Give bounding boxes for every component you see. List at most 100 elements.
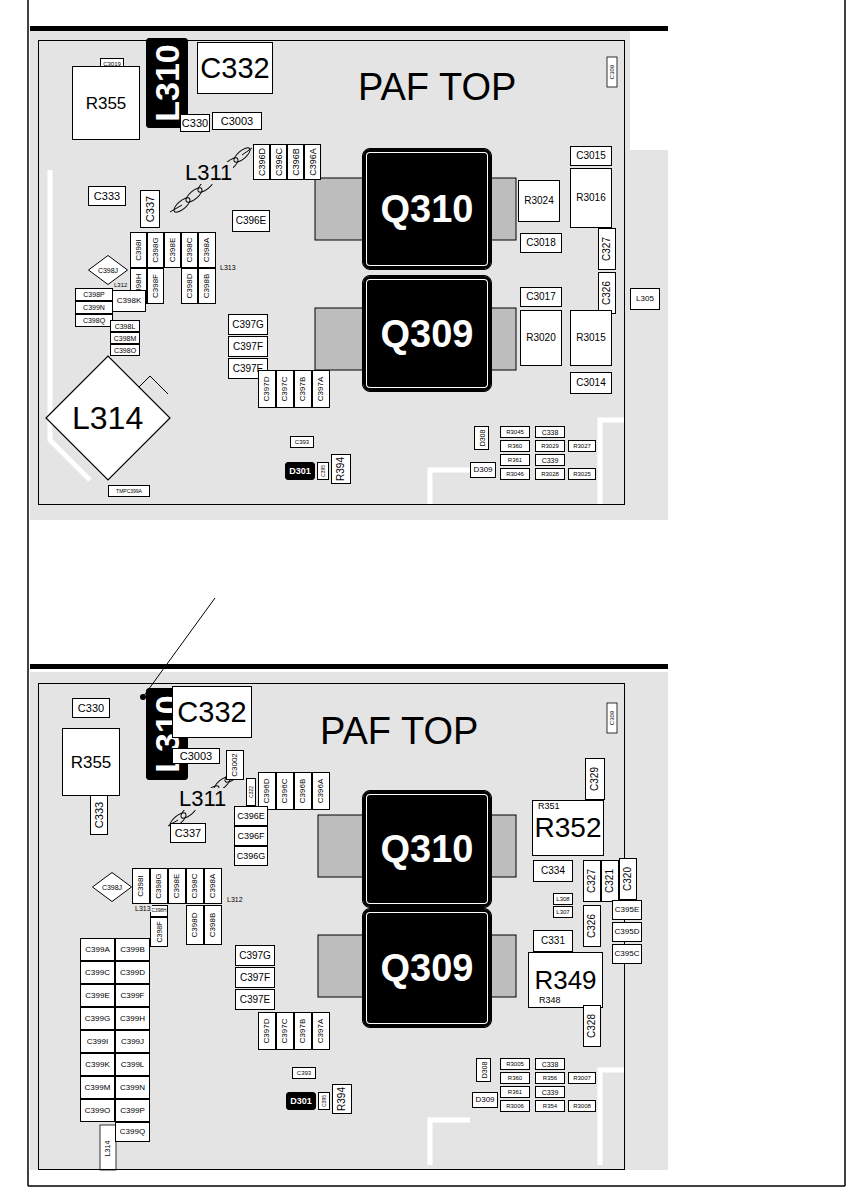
component-box: C399N (75, 301, 113, 314)
part-name: C3018 (526, 238, 555, 248)
component-box: R360 (500, 440, 530, 452)
component-box: C396E (234, 806, 268, 826)
component-box: R3046 (500, 468, 530, 480)
component-box: D308 (474, 426, 489, 450)
part-name: C339 (542, 1089, 559, 1096)
part-name: C397A (317, 377, 325, 401)
part-name: C399E (85, 992, 109, 1000)
part-name: C396E (237, 812, 265, 821)
board-title: PAF TOP (358, 68, 516, 106)
part-name: C327 (602, 237, 612, 261)
part-name: C399B (120, 946, 144, 954)
component-box: C398O (110, 344, 140, 356)
component-box: C398F (150, 917, 168, 947)
component-box: C339 (535, 1086, 565, 1098)
part-name: R3005 (506, 1061, 524, 1067)
component-box: C330 (72, 698, 110, 718)
component-box: C397E (235, 989, 275, 1010)
part-name: C333 (94, 191, 120, 202)
component-box: C399H (115, 1007, 150, 1030)
part-name: C398I (135, 239, 143, 260)
part-name: D309 (473, 466, 492, 474)
component-box: C3002 (226, 750, 244, 780)
part-label: L312 (113, 282, 128, 288)
part-name: C396C (281, 779, 289, 804)
component-box: L305 (630, 288, 660, 310)
component-box: C332 (197, 42, 273, 94)
part-name: C396A (308, 148, 317, 176)
part-name: C398B (203, 274, 211, 298)
component-body: D301 (285, 462, 315, 480)
part-name: C398D (191, 913, 199, 938)
part-name: R352 (535, 814, 602, 842)
part-name: C326 (602, 281, 612, 305)
part-name: R3020 (526, 333, 555, 343)
part-name: C399N (83, 304, 105, 311)
component-box: C398A (198, 232, 216, 268)
part-name: C398L (115, 323, 136, 330)
component-box: D309 (470, 462, 496, 478)
part-name: R3029 (541, 443, 559, 449)
part-name: R3007 (573, 1075, 591, 1081)
component-box: C399F (115, 984, 150, 1007)
component-box: C399A (80, 938, 115, 961)
component-box: C396C (270, 144, 287, 180)
part-name: R354 (543, 1103, 557, 1109)
part-name: C398B (209, 913, 217, 937)
part-name: R3025 (573, 471, 591, 477)
component-box: C327 (598, 228, 616, 270)
component-box: C327 (583, 860, 601, 902)
part-name: C396D (263, 779, 271, 804)
part-name: C398K (117, 297, 141, 305)
part-label: C309 (609, 710, 615, 726)
component-box: C398Q (75, 314, 113, 327)
component-box: C398F (147, 268, 164, 304)
part-name: C338 (542, 1061, 559, 1068)
component-box: R3020 (520, 310, 562, 366)
part-name: Q309 (381, 949, 474, 987)
component-box: R394 (331, 454, 351, 484)
part-name: C396B (291, 148, 300, 176)
part-name: C338 (542, 429, 559, 436)
part-name: L305 (636, 295, 654, 303)
part-name: C321 (605, 869, 615, 893)
component-box: C398D (186, 905, 204, 945)
part-name: C396F (237, 832, 264, 841)
component-box: C393 (290, 436, 314, 448)
component-box: C331 (533, 930, 573, 952)
part-name: C3002 (231, 753, 239, 777)
component-box: C326 (598, 272, 616, 314)
transistor-body: Q309 (362, 908, 492, 1028)
part-name: C329 (590, 767, 600, 791)
part-name: C397A (317, 1019, 325, 1043)
component-box: C3014 (570, 372, 612, 394)
part-label: L314 (104, 1139, 111, 1157)
part-name: C397C (281, 377, 289, 402)
part-name: C398F (156, 921, 163, 942)
component-box: C398D (181, 268, 198, 304)
component-box: L307 (553, 906, 573, 918)
component-box: R3027 (568, 440, 596, 452)
part-name: C331 (541, 936, 565, 946)
part-name: C398A (209, 874, 217, 898)
component-box: C337 (170, 823, 206, 843)
part-name: D308 (478, 430, 485, 447)
component-box: C395E (612, 900, 642, 920)
component-box: C321 (601, 860, 619, 902)
part-name: C337 (145, 196, 156, 222)
part-name: C395C (615, 950, 640, 958)
part-name: R356 (543, 1075, 557, 1081)
part-label: L312 (226, 896, 244, 903)
part-name: R361 (508, 457, 522, 463)
component-box: C398E (168, 868, 186, 904)
component-box: C397F (228, 336, 268, 357)
part-name: C399K (85, 1061, 109, 1069)
part-label: R348 (538, 996, 562, 1005)
component-box: D309 (472, 1092, 498, 1108)
part-name: L307 (556, 909, 569, 915)
component-box: C398A (204, 868, 222, 904)
component-box: C399E (80, 984, 115, 1007)
part-name: C3014 (576, 378, 605, 388)
part-name: C396A (317, 779, 325, 803)
component-box: C322 (246, 778, 256, 806)
